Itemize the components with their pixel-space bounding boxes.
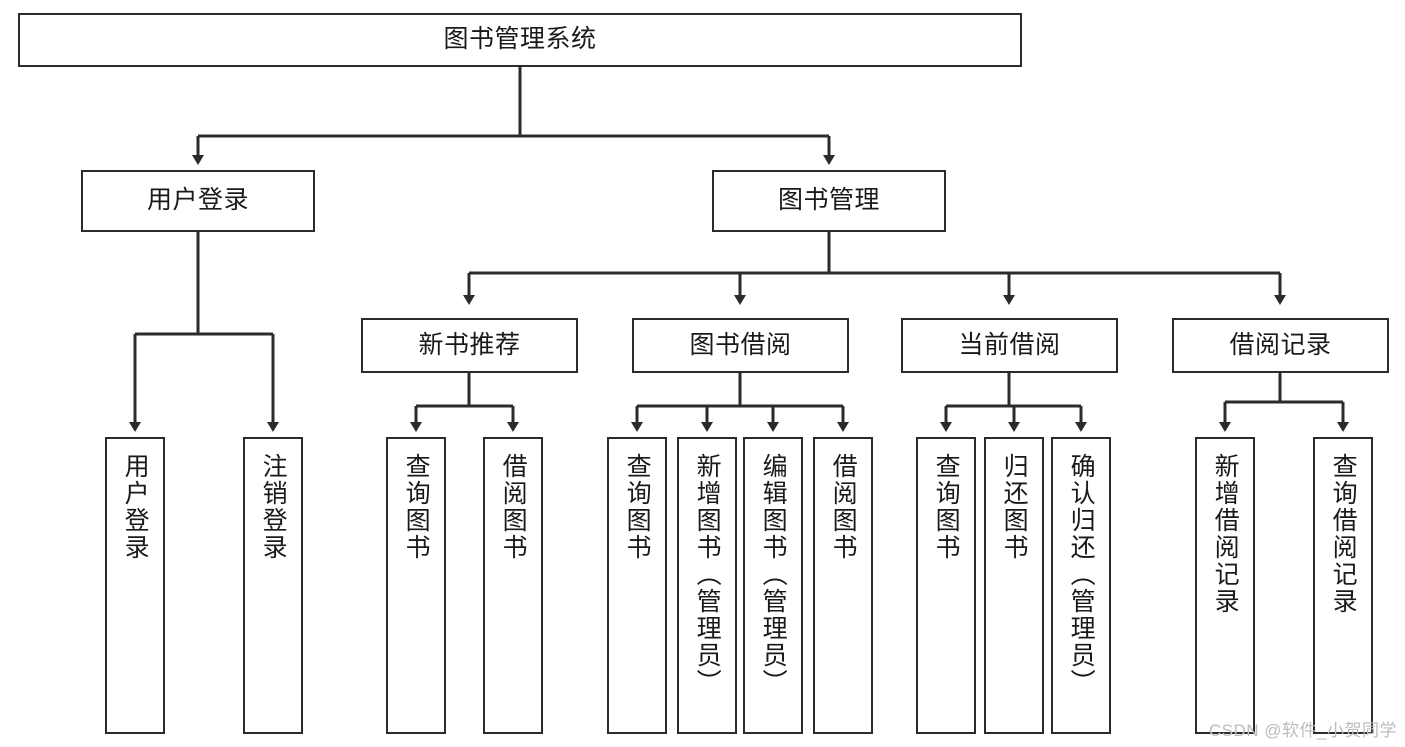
node-leaf-query-book-borrow[interactable]: 查询图书 [607, 437, 667, 734]
node-label: 归还图书 [1000, 453, 1029, 561]
node-leaf-return-book[interactable]: 归还图书 [984, 437, 1044, 734]
node-label: 借阅图书 [499, 453, 528, 561]
node-label: 图书管理 [777, 186, 880, 215]
node-leaf-add-borrow-record[interactable]: 新增借阅记录 [1195, 437, 1255, 734]
node-label: 新书推荐 [418, 330, 521, 359]
node-leaf-query-borrow-record[interactable]: 查询借阅记录 [1313, 437, 1373, 734]
node-root-system[interactable]: 图书管理系统 [18, 13, 1022, 67]
node-leaf-add-book-admin[interactable]: 新增图书（管理员） [677, 437, 737, 734]
node-leaf-logout[interactable]: 注销登录 [243, 437, 303, 734]
node-label: 查询图书 [932, 453, 961, 561]
node-label: 借阅记录 [1229, 330, 1332, 359]
node-user-login[interactable]: 用户登录 [81, 170, 315, 232]
node-label: 新增借阅记录 [1211, 453, 1240, 615]
node-book-borrow[interactable]: 图书借阅 [632, 318, 849, 373]
node-label: 查询图书 [623, 453, 652, 561]
node-leaf-edit-book-admin[interactable]: 编辑图书（管理员） [743, 437, 803, 734]
node-book-management[interactable]: 图书管理 [712, 170, 946, 232]
node-borrow-record[interactable]: 借阅记录 [1172, 318, 1389, 373]
node-label: 注销登录 [259, 453, 288, 561]
node-leaf-user-login[interactable]: 用户登录 [105, 437, 165, 734]
node-label: 查询借阅记录 [1329, 453, 1358, 615]
node-leaf-borrow-book-recommend[interactable]: 借阅图书 [483, 437, 543, 734]
node-label: 编辑图书（管理员） [759, 453, 788, 696]
node-leaf-query-book-recommend[interactable]: 查询图书 [386, 437, 446, 734]
node-leaf-query-book-current[interactable]: 查询图书 [916, 437, 976, 734]
node-label: 图书管理系统 [443, 25, 597, 54]
node-new-book-recommend[interactable]: 新书推荐 [361, 318, 578, 373]
node-label: 借阅图书 [829, 453, 858, 561]
node-label: 当前借阅 [958, 330, 1061, 359]
node-label: 确认归还（管理员） [1067, 453, 1096, 696]
node-label: 新增图书（管理员） [693, 453, 722, 696]
node-leaf-confirm-return-admin[interactable]: 确认归还（管理员） [1051, 437, 1111, 734]
node-label: 查询图书 [402, 453, 431, 561]
csdn-watermark: CSDN @软件_小贺同学 [1208, 721, 1397, 740]
node-current-borrow[interactable]: 当前借阅 [901, 318, 1118, 373]
node-leaf-lend-book[interactable]: 借阅图书 [813, 437, 873, 734]
node-label: 图书借阅 [689, 330, 792, 359]
node-label: 用户登录 [121, 453, 150, 561]
node-label: 用户登录 [146, 186, 249, 215]
